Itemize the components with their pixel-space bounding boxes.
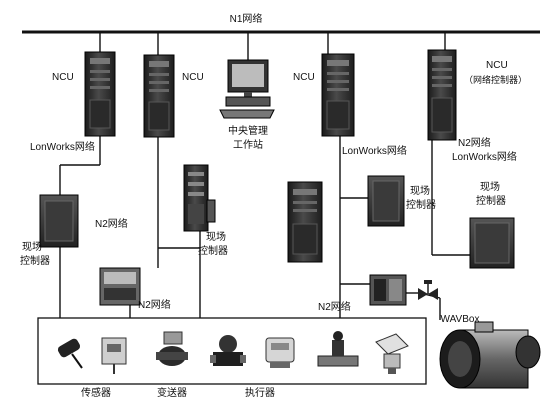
ncu-label-left: NCU [52, 72, 74, 83]
n2-label-bottom-left: N2网络 [138, 298, 171, 311]
ncu-cabinet-center-right [321, 53, 355, 137]
field-controller-far-right-label-line1: 现场 [480, 180, 500, 193]
sensor-icon-1 [57, 338, 83, 369]
n2-label-left: N2网络 [95, 217, 128, 230]
central-workstation-computer [219, 59, 275, 119]
device-label-sensor: 传感器 [81, 386, 111, 399]
wavbox-unit [439, 321, 541, 389]
field-controller-left-label-line1: 现场 [22, 240, 42, 253]
device-label-actuator: 执行器 [245, 386, 275, 399]
field-controller-center-label-line1: 现场 [206, 230, 226, 243]
device-label-wavbox: WAVBox [441, 314, 480, 325]
ncu-cabinet-left [84, 51, 116, 137]
field-controller-center-label-line2: 控制器 [198, 244, 228, 257]
field-controller-far-right [469, 217, 515, 269]
actuator-icon-1 [210, 335, 246, 366]
lonworks-label-center: LonWorks网络 [342, 144, 407, 157]
workstation-label-line2: 工作站 [233, 138, 263, 151]
ncu-cabinet-left-center [143, 54, 175, 138]
n2-io-module [99, 267, 141, 306]
ncu-cabinet-right [427, 49, 457, 141]
wiring [22, 30, 540, 385]
transmitter-icon [156, 331, 188, 366]
field-controller-left-label-line2: 控制器 [20, 254, 50, 267]
lonworks-label-right: LonWorks网络 [452, 150, 517, 163]
ncu-label-right: NCU [486, 60, 508, 71]
sensor-icon-2 [101, 337, 127, 374]
wavbox-io-block [369, 274, 407, 306]
n2-label-bottom-right: N2网络 [318, 300, 351, 313]
device-label-transmitter: 变送器 [157, 386, 187, 399]
field-controller-center [183, 164, 216, 232]
field-controller-mid-right [367, 175, 405, 227]
controller-cabinet-mid [287, 181, 323, 263]
ncu-label-center-right: NCU [293, 72, 315, 83]
valve-icon [418, 280, 438, 300]
field-controller-mid-right-label-line2: 控制器 [406, 198, 436, 211]
flow-meter-icon [317, 331, 359, 367]
lonworks-label-left: LonWorks网络 [30, 140, 95, 153]
ncu-label-left-center: NCU [182, 72, 204, 83]
field-controller-mid-right-label-line1: 现场 [410, 184, 430, 197]
field-controller-left [39, 194, 79, 248]
n2-label-right: N2网络 [458, 136, 491, 149]
actuator-icon-3 [375, 333, 409, 374]
field-device-frame [37, 317, 427, 385]
workstation-label-line1: 中央管理 [228, 124, 268, 137]
actuator-icon-2 [265, 337, 295, 368]
n1-network-label: N1网络 [230, 12, 263, 25]
ncu-label-right-subtitle: （网络控制器） [464, 74, 527, 85]
labels: N1网络 NCU NCU NCU NCU （网络控制器） 中央管理 工作站 Lo… [20, 12, 527, 399]
field-controller-far-right-label-line2: 控制器 [476, 194, 506, 207]
